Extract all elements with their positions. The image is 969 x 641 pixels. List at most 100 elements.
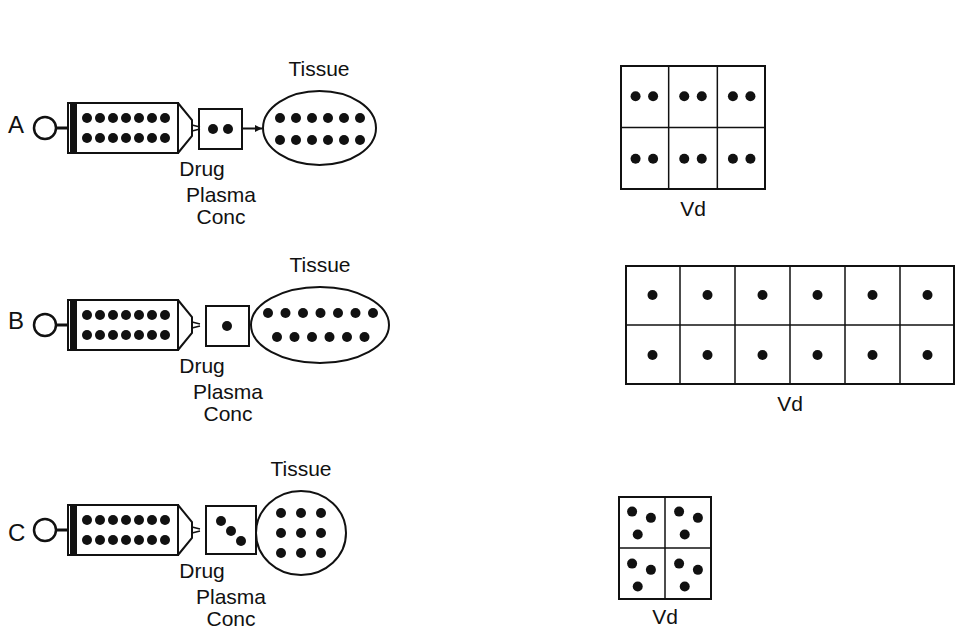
- grid-line: [621, 127, 765, 129]
- transfer-arrow: [243, 128, 262, 130]
- plunger-seal: [70, 506, 77, 554]
- shape-outline: [32, 500, 200, 560]
- drug-dot: [222, 321, 232, 331]
- drug-dot: [134, 515, 144, 525]
- drug-dot: [674, 559, 684, 569]
- node-label: Drug: [172, 158, 232, 180]
- drug-dot: [680, 581, 690, 591]
- drug-dot: [325, 332, 335, 342]
- node-label: Drug: [172, 355, 232, 377]
- vd-grid: [621, 66, 765, 189]
- drug-dot: [108, 310, 118, 320]
- plunger-seal: [70, 301, 77, 349]
- shape-outline: [625, 265, 955, 385]
- drug-dot: [693, 565, 703, 575]
- shape-outline: [32, 295, 200, 355]
- drug-dot: [121, 113, 131, 123]
- syringe-needle: [192, 527, 200, 533]
- drug-dot: [82, 535, 92, 545]
- panel-letter: B: [8, 308, 24, 334]
- shape-outline: [198, 108, 243, 150]
- drug-dot: [108, 133, 118, 143]
- drug-dot: [226, 526, 236, 536]
- drug-dot: [160, 310, 170, 320]
- tissue-compartment: Tissue: [250, 286, 390, 364]
- node-label: Vd: [625, 606, 705, 628]
- shape-outline: [620, 65, 766, 190]
- drug-dot: [323, 135, 333, 145]
- drug-dot: [160, 535, 170, 545]
- drug-dot: [631, 91, 641, 101]
- drug-dot: [646, 565, 656, 575]
- drug-dot: [147, 133, 157, 143]
- syringe-needle: [192, 322, 200, 328]
- drug-dot: [108, 113, 118, 123]
- panel-letter: A: [8, 112, 24, 138]
- syringe: Drug: [32, 98, 200, 158]
- shape-outline: [255, 490, 347, 576]
- node-label: Plasma Conc: [186, 586, 276, 630]
- drug-dot: [134, 113, 144, 123]
- vd-grid: [619, 497, 711, 599]
- drug-dot: [342, 332, 352, 342]
- volume-grid: Vd: [625, 265, 955, 385]
- drug-dot: [679, 91, 689, 101]
- shape-outline: [205, 505, 257, 555]
- drug-dot: [276, 528, 286, 538]
- plunger-seal: [70, 104, 77, 152]
- drug-dot: [648, 154, 658, 164]
- volume-grid: Vd: [620, 65, 766, 190]
- drug-dot: [95, 515, 105, 525]
- shape-outline: [32, 98, 200, 158]
- drug-dot: [82, 133, 92, 143]
- drug-dot: [95, 133, 105, 143]
- node-label: Vd: [750, 393, 830, 415]
- drug-dot: [291, 135, 301, 145]
- drug-dot: [307, 113, 317, 123]
- drug-dot: [627, 559, 637, 569]
- drug-dot: [703, 290, 713, 300]
- drug-dot: [316, 308, 326, 318]
- drug-dot: [134, 133, 144, 143]
- shape-outline: [618, 496, 712, 600]
- syringe-barrel: [68, 103, 178, 153]
- shape-outline: [262, 90, 377, 166]
- syringe: Drug: [32, 295, 200, 355]
- syringe-tip: [178, 300, 192, 350]
- drug-dot: [745, 91, 755, 101]
- drug-dot: [697, 91, 707, 101]
- volume-grid: Vd: [618, 496, 712, 600]
- drug-dot: [631, 154, 641, 164]
- drug-dot: [236, 536, 246, 546]
- drug-dot: [108, 535, 118, 545]
- drug-dot: [263, 308, 273, 318]
- node-label: Tissue: [270, 254, 370, 276]
- drug-dot: [296, 548, 306, 558]
- drug-dot: [223, 124, 233, 134]
- drug-dot: [333, 308, 343, 318]
- drug-dot: [307, 135, 317, 145]
- drug-dot: [679, 154, 689, 164]
- drug-dot: [276, 548, 286, 558]
- node-label: Plasma Conc: [183, 381, 273, 425]
- drug-dot: [728, 91, 738, 101]
- drug-dot: [160, 330, 170, 340]
- drug-dot: [147, 310, 157, 320]
- drug-dot: [360, 332, 370, 342]
- drug-dot: [368, 308, 378, 318]
- tissue-ellipse: [256, 491, 346, 575]
- drug-dot: [627, 507, 637, 517]
- drug-dot: [307, 332, 317, 342]
- drug-dot: [813, 290, 823, 300]
- plasma-box: Plasma Conc: [205, 505, 257, 555]
- drug-dot: [316, 508, 326, 518]
- drug-dot: [745, 154, 755, 164]
- syringe-barrel: [68, 505, 178, 555]
- drug-dot: [351, 308, 361, 318]
- drug-dot: [923, 290, 933, 300]
- drug-dot: [275, 135, 285, 145]
- drug-dot: [147, 113, 157, 123]
- syringe-tip: [178, 103, 192, 153]
- drug-dot: [272, 332, 282, 342]
- drug-dot: [134, 535, 144, 545]
